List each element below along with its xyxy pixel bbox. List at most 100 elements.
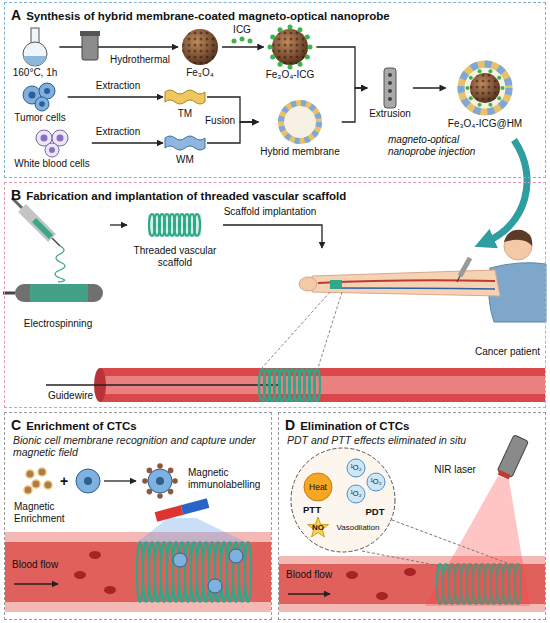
- item-label: TM: [165, 108, 205, 120]
- immunolabelling-scheme: [24, 463, 178, 499]
- nanoprobe-icon: [478, 69, 482, 73]
- electrospinning-setup: Electrospinning: [8, 205, 108, 330]
- item-label: 160°C, 1h: [13, 67, 58, 79]
- annotation: magneto-optical nanoprobe injection: [388, 134, 488, 158]
- icg-dots: [232, 37, 253, 44]
- panel-letter: C: [11, 417, 21, 433]
- item-label: Hybrid membrane: [260, 146, 339, 158]
- patient-figure-drawing: [460, 258, 470, 276]
- annotation: Heat: [309, 482, 327, 493]
- patient-figure-drawing: [318, 280, 495, 283]
- electrospinning-illustration: [55, 246, 65, 282]
- annotation: PDT: [366, 506, 385, 518]
- panel-title: Fabrication and implantation of threaded…: [26, 190, 346, 202]
- nanoprobe-icon: [469, 96, 473, 100]
- annotation: Magnetic Enrichment: [14, 501, 94, 525]
- zoom-lines: [392, 520, 515, 566]
- mechanism-inset: [304, 473, 332, 501]
- process-arrow: [222, 46, 264, 47]
- fe3o4-icg-sphere: [305, 55, 310, 60]
- annotation: PTT: [303, 504, 321, 516]
- arrow-label: Hydrothermal: [108, 54, 172, 66]
- nir-laser-device: [496, 435, 529, 481]
- icg-dots: [232, 39, 237, 44]
- item-label: Cancer patient: [475, 346, 540, 358]
- immunolabelling-scheme: [76, 469, 100, 493]
- blood-cells-c: [14, 583, 58, 585]
- mechanism-inset: [291, 448, 395, 552]
- tumor-cells-icon: [23, 83, 55, 111]
- blood-cells-d: [346, 571, 358, 579]
- membrane-sheet: WM: [165, 132, 205, 166]
- item-label: Tumor cells: [14, 112, 65, 124]
- fe3o4-icg-sphere: [270, 55, 275, 60]
- fe3o4-icg-sphere: [272, 29, 308, 65]
- immunolabelling-scheme: [157, 463, 163, 469]
- scaffold-coil: [137, 542, 251, 602]
- blood-cells-c: [229, 549, 243, 563]
- patient-figure: Cancer patient: [300, 250, 544, 360]
- white-blood-cells-icon: [45, 143, 59, 157]
- membrane-sheet: TM: [165, 86, 205, 120]
- panel-heading: BFabrication and implantation of threade…: [11, 186, 346, 204]
- immunolabelling-scheme: [157, 493, 163, 499]
- magnetic-field-cone: [135, 518, 250, 544]
- fe3o4-icg-sphere: [288, 65, 293, 70]
- blood-vessel: [46, 368, 545, 402]
- annotation: +: [60, 473, 68, 489]
- nanoprobe-icon: [461, 64, 509, 112]
- electrospinning-illustration: [22, 208, 52, 238]
- fe3o4-icg-sphere: [308, 45, 313, 50]
- panel-heading: ASynthesis of hybrid membrane-coated mag…: [11, 6, 390, 24]
- hybrid-membrane-vesicle: [281, 103, 319, 141]
- item-label: Fe₃O₄-ICG: [266, 69, 315, 81]
- autoclave: [80, 31, 100, 60]
- annotation: Vasodilation: [337, 523, 380, 533]
- scaffold-coil: [245, 542, 251, 602]
- blood-cells-d: [288, 593, 330, 595]
- nanoprobe-icon: [488, 69, 492, 73]
- blood-vessel: [46, 384, 280, 386]
- zoom-lines: [362, 551, 440, 566]
- extruder-filter: [388, 73, 392, 77]
- nanoprobe-icon: [470, 73, 500, 103]
- blood-cells-c: [104, 586, 116, 594]
- item-label: Threaded vascular scaffold: [129, 245, 221, 269]
- mechanism-inset: [347, 485, 365, 503]
- annotation: Guidewire: [48, 390, 93, 402]
- nanoprobe-icon: [466, 86, 470, 90]
- item-label: WM: [165, 154, 205, 166]
- immunolabelling-scheme: [148, 469, 172, 493]
- fe3o4-icg-sphere: [298, 62, 303, 67]
- round-flask: [23, 56, 47, 66]
- panel-title: Enrichment of CTCs: [26, 420, 137, 432]
- process-arrow: [68, 96, 163, 97]
- fe3o4-icg-sphere: [278, 27, 283, 32]
- nanoparticle: Fe₃O₄: [180, 27, 220, 79]
- laser-beam: [425, 476, 530, 606]
- electrospinning-illustration: [52, 238, 60, 246]
- immunolabelling-scheme: [24, 486, 32, 494]
- immunolabelling-scheme: [156, 477, 164, 485]
- icg-dots: [248, 39, 253, 44]
- blood-cells-d: [376, 592, 388, 600]
- nanoprobe-icon: [469, 76, 473, 80]
- patient-figure-drawing: [330, 280, 342, 289]
- nanoparticle: Fe₃O₄-ICG: [266, 25, 315, 81]
- nanoprobe-icon: [497, 96, 501, 100]
- patient-figure-drawing: [299, 230, 546, 322]
- annotation: NIR laser: [434, 464, 476, 476]
- electrospinning-illustration: [15, 284, 103, 302]
- annotation: ¹O₂: [370, 477, 381, 487]
- extruder-filter: [388, 97, 392, 101]
- item-label: White blood cells: [14, 158, 90, 170]
- autoclave: [82, 34, 98, 60]
- annotation: ¹O₂: [350, 463, 361, 473]
- magnet-bar: [155, 505, 184, 522]
- tumor-cells-icon: [44, 88, 50, 94]
- extruder-filter: Extrusion: [369, 68, 411, 120]
- mechanism-inset: [291, 448, 395, 552]
